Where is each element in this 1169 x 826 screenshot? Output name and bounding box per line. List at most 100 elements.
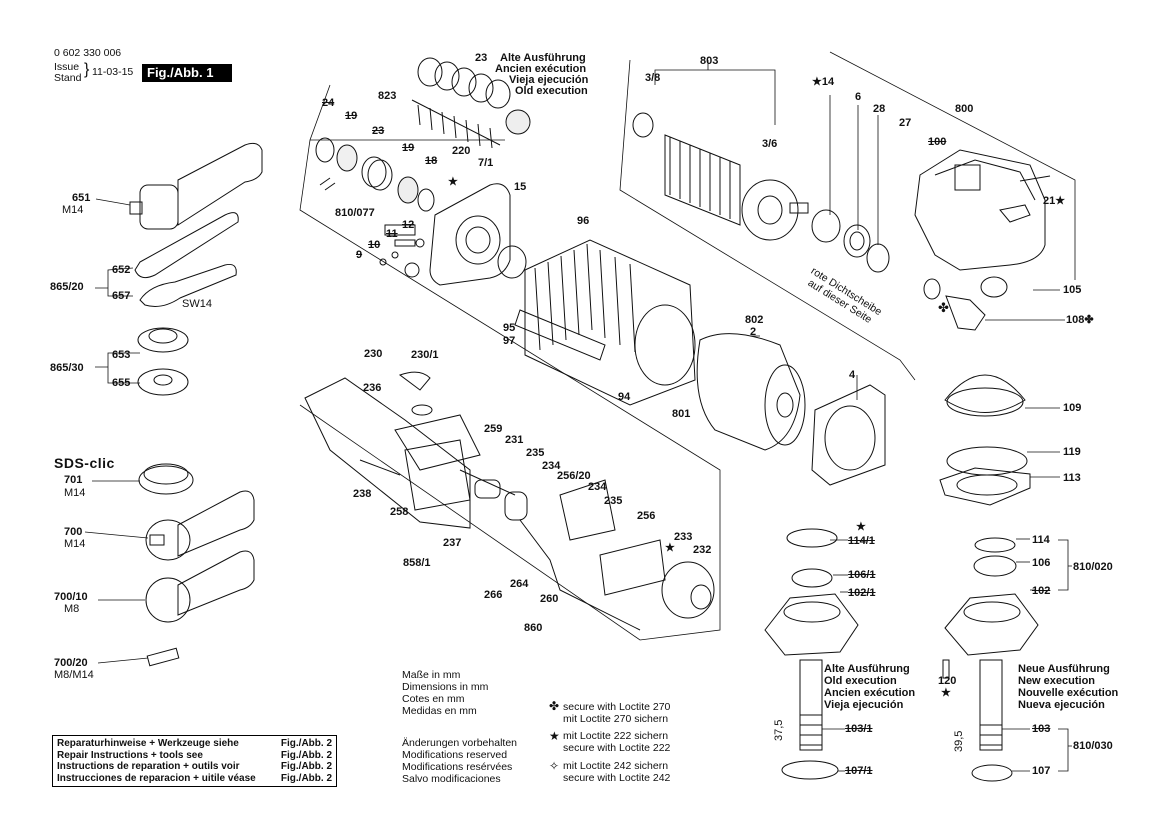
washer-27 [923,278,941,300]
label-256-20: 256/20 [557,470,591,482]
brace: } [84,61,90,78]
spanner-652 [134,212,239,279]
label-27: 27 [899,117,912,129]
old-exec-bottom-4: Vieja ejecución [824,699,904,711]
assembly-outline-housing [299,84,721,641]
label-114-1: 114/1 [848,535,875,547]
label-7-1: 7/1 [478,157,494,169]
repair-row-text: Instrucciones de reparacion + uitile véa… [57,772,256,784]
label-657: 657 [112,290,131,302]
label-106-1: 106/1 [848,569,876,581]
label-235b: 235 [604,495,623,507]
label-103: 103 [1032,723,1051,735]
cable-232 [661,561,715,619]
label-860: 860 [524,622,543,634]
loctite-242-line2: secure with Loctite 242 [563,772,671,784]
label-233: 233 [674,531,693,543]
label-14: ★14 [812,76,835,88]
loctite-270-mark-108: ✤ [938,300,949,315]
label-264: 264 [510,578,529,590]
issue-label: Issue [54,61,80,73]
label-m14-a: M14 [62,204,84,216]
label-700-10: 700/10 [54,591,88,603]
label-6: 6 [855,91,862,103]
old-exec-top-1: Alte Ausführung [500,52,586,64]
label-9: 9 [356,249,363,261]
label-220: 220 [452,145,471,157]
star-120: ★ [941,687,951,699]
old-exec-top-3: Vieja ejecución [509,74,589,86]
label-21: 21★ [1043,195,1066,207]
repair-row: Instrucciones de reparacion + uitile véa… [57,773,332,785]
bevel-gear-109 [944,374,1026,413]
dimensions-note-3: Cotes en mm [402,693,465,705]
dimensions-note-1: Maße in mm [402,669,461,681]
label-858-1: 858/1 [403,557,431,569]
loctite-270-line2: mit Loctite 270 sichern [563,713,669,725]
label-102: 102 [1032,585,1051,597]
label-97: 97 [503,335,516,347]
label-10: 10 [368,239,381,251]
label-802: 802 [745,314,764,326]
label-700: 700 [64,526,83,538]
new-exec-2: New execution [1018,675,1096,687]
dimensions-note-4: Medidas en mm [402,705,477,717]
label-m14-b: M14 [64,487,86,499]
label-28: 28 [873,103,886,115]
star-233: ★ [665,542,675,554]
label-800: 800 [955,103,974,115]
label-230: 230 [364,348,383,360]
label-651: 651 [72,192,91,204]
gear-housing-800 [914,149,1051,271]
loctite-242-icon: ✧ [549,759,560,773]
bearing-shield-7-1 [429,183,511,286]
label-3-6: 3/6 [762,138,778,150]
repair-row-text: Reparaturhinweise + Werkzeuge siehe [57,738,239,749]
repair-row-text: Instructions de reparation + outils voir [57,761,240,772]
sds-clic-logo: SDS-clic [54,455,115,471]
spindle-old [764,528,859,780]
label-810-020: 810/020 [1073,561,1113,573]
label-266: 266 [484,589,503,601]
repair-row-ref: Fig./Abb. 2 [280,749,332,761]
fan-guide-4 [811,384,886,486]
label-sw14: SW14 [182,298,212,310]
armature-803 [632,112,809,241]
label-107: 107 [1032,765,1051,777]
label-23: 23 [475,52,488,64]
label-231: 231 [505,434,524,446]
label-256: 256 [637,510,656,522]
star-114-1: ★ [856,521,866,533]
repair-row: Reparaturhinweise + Werkzeuge siehe Fig./… [57,738,332,750]
drawing-number: 0 602 330 006 [54,47,122,59]
label-95: 95 [503,322,516,334]
repair-row-ref: Fig./Abb. 2 [280,761,332,772]
repair-row-ref: Fig./Abb. 2 [280,738,332,749]
loctite-270-line1: secure with Loctite 270 [563,701,671,713]
label-655: 655 [112,377,131,389]
label-823: 823 [378,90,397,102]
loctite-222-line1: mit Loctite 222 sichern [563,730,669,742]
label-259: 259 [484,423,503,435]
modifications-note-1: Änderungen vorbehalten [402,737,518,749]
label-12: 12 [402,219,415,231]
loctite-222-line2: secure with Loctite 222 [563,742,671,754]
dim-39-5: 39,5 [953,730,965,752]
old-exec-bottom-2: Old execution [824,675,897,687]
label-24: 24 [322,97,335,109]
label-2: 2 [750,326,757,338]
figure-label: Fig./Abb. 1 [142,64,232,82]
modifications-note-3: Modifications resérvées [402,761,513,773]
label-106: 106 [1032,557,1051,569]
label-103-1: 103/1 [845,723,873,735]
label-237: 237 [443,537,462,549]
spanner-657 [139,264,237,307]
star-220: ★ [448,176,458,188]
label-114: 114 [1032,534,1050,546]
label-865-30: 865/30 [50,362,84,374]
assembly-outline-gearhead [829,51,1076,280]
needle-bearing-105 [980,276,1008,298]
label-23a: 23 [372,125,385,137]
